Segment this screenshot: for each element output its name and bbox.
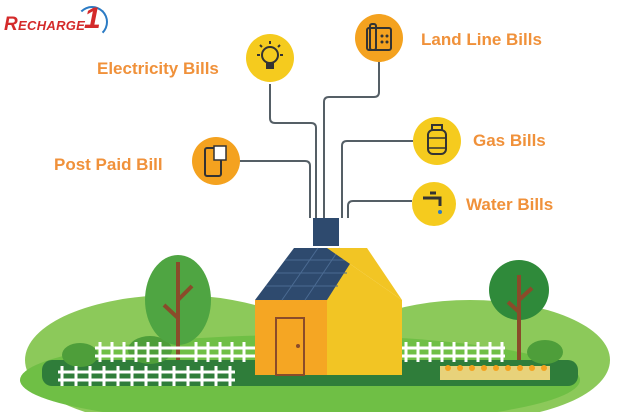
tree-right-trunk (506, 275, 534, 360)
label-post-paid-bill[interactable]: Post Paid Bill (54, 155, 163, 174)
logo-number: 1 (84, 2, 101, 35)
door-knob (296, 344, 300, 348)
fence-left (95, 342, 255, 362)
utility-lines (238, 60, 413, 218)
fence-right (402, 342, 505, 362)
lightbulb-icon (246, 34, 294, 82)
roof-panels (266, 247, 355, 301)
house-roof (255, 248, 360, 300)
landline-phone-icon (355, 14, 403, 62)
fence-front-left (58, 366, 235, 386)
house-side-wall (327, 248, 402, 375)
label-water-bills[interactable]: Water Bills (466, 195, 554, 214)
line-gas (341, 140, 413, 218)
bush (527, 340, 563, 364)
label-electricity-bills[interactable]: Electricity Bills (97, 59, 219, 78)
label-land-line-bills[interactable]: Land Line Bills (421, 30, 542, 49)
line-electricity (269, 84, 317, 218)
label-gas-bills[interactable]: Gas Bills (473, 131, 546, 150)
line-landline (323, 60, 380, 218)
line-water (347, 200, 412, 218)
mobile-phone-icon (192, 137, 240, 185)
tree-left-trunk (162, 262, 194, 360)
bush (62, 343, 98, 367)
flowers (445, 365, 547, 371)
house-chimney (313, 218, 339, 246)
logo-ring (76, 6, 108, 38)
line-postpaid (238, 160, 311, 218)
house-gable (327, 248, 402, 300)
gas-cylinder-icon (413, 117, 461, 165)
logo-text: RECHARGE (4, 14, 86, 35)
water-tap-icon (412, 182, 456, 226)
